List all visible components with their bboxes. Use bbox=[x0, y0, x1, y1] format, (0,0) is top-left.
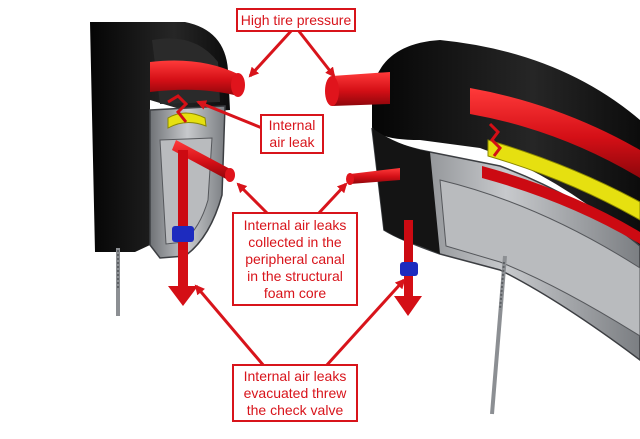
right-canal-tube-end bbox=[346, 173, 354, 185]
right-pressure-tube-end bbox=[325, 76, 339, 106]
callout-internal-leak: Internal air leak bbox=[260, 114, 324, 154]
leader-collected-left bbox=[238, 184, 268, 214]
left-pressure-tube-end bbox=[231, 73, 245, 97]
right-outlet-arrow bbox=[394, 276, 422, 316]
callout-collected-text: Internal air leaks collected in the peri… bbox=[244, 217, 347, 302]
leader-pressure-right bbox=[298, 30, 334, 76]
right-wheel-section bbox=[325, 40, 640, 414]
callout-internal-leak-text: Internal air leak bbox=[269, 117, 316, 151]
left-check-valve bbox=[172, 226, 194, 242]
callout-collected: Internal air leaks collected in the peri… bbox=[232, 212, 358, 306]
right-pressure-tube bbox=[332, 72, 390, 106]
left-canal-tube-end bbox=[225, 168, 235, 182]
left-wheel-section bbox=[90, 22, 245, 316]
callout-evacuated-text: Internal air leaks evacuated threw the c… bbox=[244, 368, 347, 419]
callout-evacuated: Internal air leaks evacuated threw the c… bbox=[232, 364, 358, 422]
right-check-valve bbox=[400, 262, 418, 276]
leader-pressure-left bbox=[250, 30, 292, 76]
left-outlet-arrow bbox=[168, 250, 198, 306]
callout-high-pressure: High tire pressure bbox=[236, 8, 356, 32]
callout-high-pressure-text: High tire pressure bbox=[241, 12, 352, 29]
leader-collected-right bbox=[318, 184, 346, 214]
